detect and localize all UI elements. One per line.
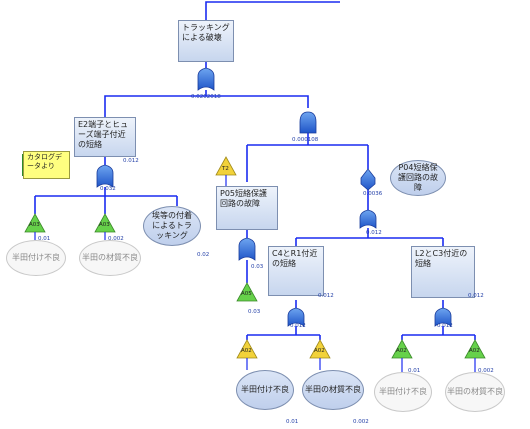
- prob-dust: 0.02: [197, 252, 210, 258]
- prob-hex-gate: 0.0036: [363, 191, 383, 197]
- prob-solder-mid: 0.01: [286, 419, 299, 425]
- label-a03-right: A03: [99, 222, 110, 228]
- prob-hex-or-gate: 0.012: [366, 230, 382, 236]
- prob-e2: 0.012: [123, 158, 139, 164]
- prob-and-gate: 0.000108: [292, 137, 319, 143]
- basic-solder-defect-right[interactable]: 半田付け不良: [374, 372, 432, 412]
- prob-p05-or-gate: 0.03: [251, 264, 264, 270]
- event-e2-short[interactable]: E2端子とヒューズ端子付近の短絡: [74, 117, 136, 157]
- triangle-connectors: [34, 175, 476, 372]
- or-gate-p05[interactable]: [238, 237, 256, 261]
- label-t2: T2: [222, 166, 229, 172]
- prob-material-left: 0.002: [108, 236, 124, 242]
- event-dust-tracking[interactable]: 埃等の付着によるトラッキング: [143, 206, 201, 246]
- prob-l2c3-or-gate: 0.012: [437, 323, 453, 329]
- prob-c4r1-or-gate: 0.012: [290, 323, 306, 329]
- hexagon-gate[interactable]: [360, 168, 376, 191]
- event-l2c3-short[interactable]: L2とC3付近の短絡: [411, 246, 475, 298]
- event-p04-failure[interactable]: P04短絡保護回路の故障: [390, 160, 446, 196]
- basic-material-defect-right[interactable]: 半田の材質不良: [445, 372, 505, 412]
- prob-solder-left: 0.01: [38, 236, 51, 242]
- label-a03-left: A03: [29, 222, 40, 228]
- basic-material-defect-left[interactable]: 半田の材質不良: [79, 240, 141, 276]
- catalog-note: カタログデータより: [23, 151, 70, 179]
- label-a02-right-right: A02: [469, 348, 480, 354]
- or-gate-e2[interactable]: [96, 164, 114, 188]
- prob-material-mid: 0.002: [353, 419, 369, 425]
- prob-solder-right: 0.01: [408, 368, 421, 374]
- or-gate-top[interactable]: [197, 67, 215, 91]
- prob-c4r1: 0.012: [318, 293, 334, 299]
- basic-solder-defect-left[interactable]: 半田付け不良: [6, 240, 66, 276]
- top-event[interactable]: トラッキングによる破壊: [178, 20, 234, 62]
- prob-a05: 0.03: [248, 309, 261, 315]
- and-gate[interactable]: [299, 111, 317, 134]
- event-p05-failure[interactable]: P05短絡保護回路の故障: [216, 186, 278, 230]
- connector-lines: [34, 1, 476, 340]
- prob-material-right: 0.002: [478, 368, 494, 374]
- basic-solder-defect-mid[interactable]: 半田付け不良: [236, 370, 294, 410]
- prob-top-or-gate: 0.0202018: [191, 94, 221, 100]
- or-gate-c4r1[interactable]: [287, 307, 305, 327]
- or-gate-l2c3[interactable]: [434, 307, 452, 327]
- label-a02-mid-left: A02: [241, 348, 252, 354]
- or-gate-hex-branch[interactable]: [359, 209, 377, 229]
- basic-material-defect-mid[interactable]: 半田の材質不良: [302, 370, 364, 410]
- prob-e2-or-gate: 0.032: [100, 186, 116, 192]
- event-c4r1-short[interactable]: C4とR1付近の短絡: [268, 246, 324, 296]
- label-a02-right-left: A02: [396, 348, 407, 354]
- label-a02-mid-right: A02: [314, 348, 325, 354]
- transfer-triangle-a05[interactable]: [236, 282, 258, 302]
- label-a05: A05: [241, 291, 252, 297]
- prob-l2c3: 0.012: [468, 293, 484, 299]
